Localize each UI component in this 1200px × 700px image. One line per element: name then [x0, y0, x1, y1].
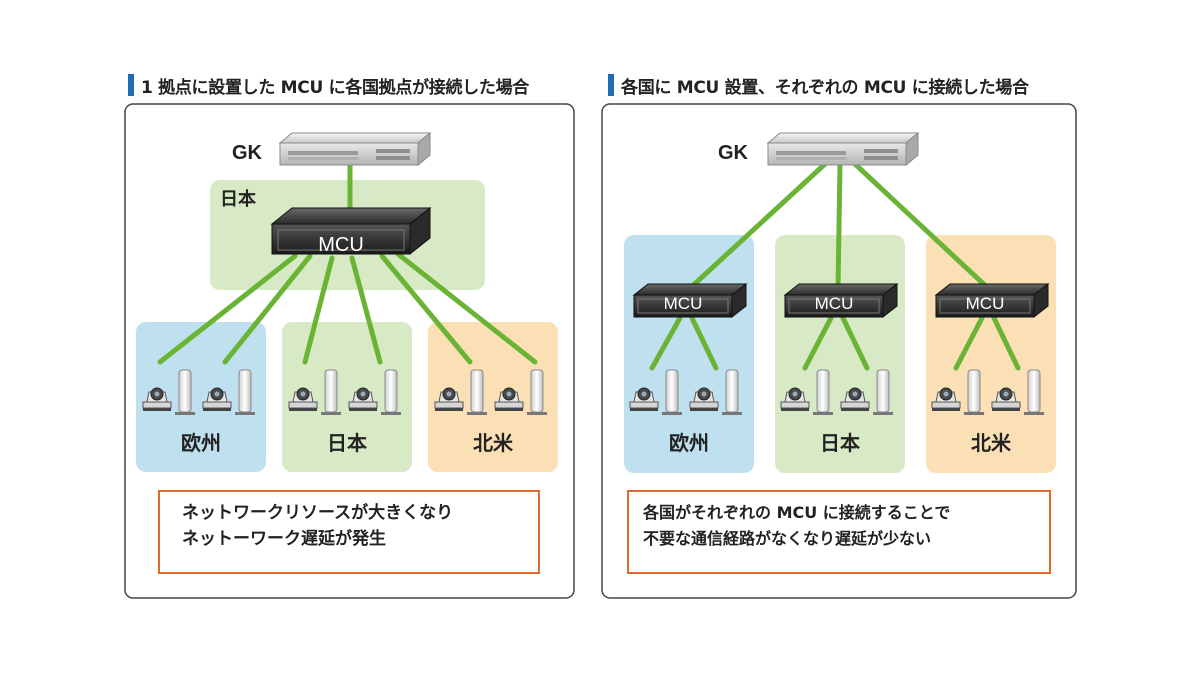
- right-mcu-europe-label: MCU: [664, 294, 703, 313]
- left-heading-text: 1 拠点に設置した MCU に各国拠点が接続した場合: [141, 77, 529, 98]
- left-note-line-2: ネットーワーク遅延が発生: [182, 529, 386, 549]
- heading-marker-icon: [608, 74, 614, 96]
- right-mcu-northamerica-label: MCU: [966, 294, 1005, 313]
- left-region-europe: [136, 322, 266, 472]
- left-gk-server-icon: [279, 132, 431, 166]
- right-mcu-japan-label: MCU: [815, 294, 854, 313]
- right-region-label-northamerica: 北米: [971, 431, 1012, 455]
- link-mcu-na-1: [953, 315, 985, 371]
- right-panel-heading: 各国に MCU 設置、それぞれの MCU に接続した場合: [608, 70, 1029, 100]
- left-region-label-japan: 日本: [327, 431, 367, 455]
- right-note-line-1: 各国がそれぞれの MCU に接続することで: [643, 503, 951, 522]
- left-note-line-1: ネットワークリソースが大きくなり: [182, 503, 454, 523]
- link-mcu-eu-2: [222, 253, 313, 365]
- link-mcu-jp-2: [349, 255, 383, 365]
- heading-marker-icon: [128, 74, 134, 96]
- link-gk-mcu-eu: [685, 161, 828, 293]
- left-region-northamerica: [428, 322, 558, 472]
- right-note-line-2: 不要な通信経路がなくなり遅延が少ない: [643, 529, 932, 548]
- right-region-label-japan: 日本: [820, 431, 860, 455]
- left-note-box: ネットワークリソースが大きくなり ネットーワーク遅延が発生: [158, 490, 540, 574]
- left-links: [157, 163, 538, 365]
- link-gk-mcu-na: [852, 161, 993, 293]
- link-mcu-jp-2: [840, 315, 870, 371]
- link-mcu-na-2: [991, 315, 1021, 371]
- right-gk-server-icon: [767, 132, 919, 166]
- left-region-label-europe: 欧州: [181, 431, 221, 455]
- link-mcu-na-2: [395, 251, 538, 365]
- link-mcu-eu-1: [649, 315, 683, 371]
- link-mcu-jp-1: [302, 255, 335, 365]
- link-mcu-eu-2: [689, 315, 719, 371]
- right-note-box: 各国がそれぞれの MCU に接続することで 不要な通信経路がなくなり遅延が少ない: [627, 490, 1051, 574]
- left-hub-region-label: 日本: [220, 188, 256, 210]
- link-gk-mcu-jp: [835, 161, 843, 293]
- left-region-label-northamerica: 北米: [473, 431, 514, 455]
- left-gk-label: GK: [232, 142, 263, 164]
- right-region-label-europe: 欧州: [669, 431, 709, 455]
- right-heading-text: 各国に MCU 設置、それぞれの MCU に接続した場合: [621, 77, 1029, 98]
- left-panel-heading: 1 拠点に設置した MCU に各国拠点が接続した場合: [128, 70, 529, 100]
- left-mcu-label: MCU: [318, 234, 364, 256]
- link-mcu-jp-1: [802, 315, 834, 371]
- link-mcu-na-1: [379, 253, 473, 365]
- right-gk-label: GK: [718, 142, 749, 164]
- right-links: [649, 161, 1021, 371]
- link-mcu-eu-1: [157, 253, 298, 365]
